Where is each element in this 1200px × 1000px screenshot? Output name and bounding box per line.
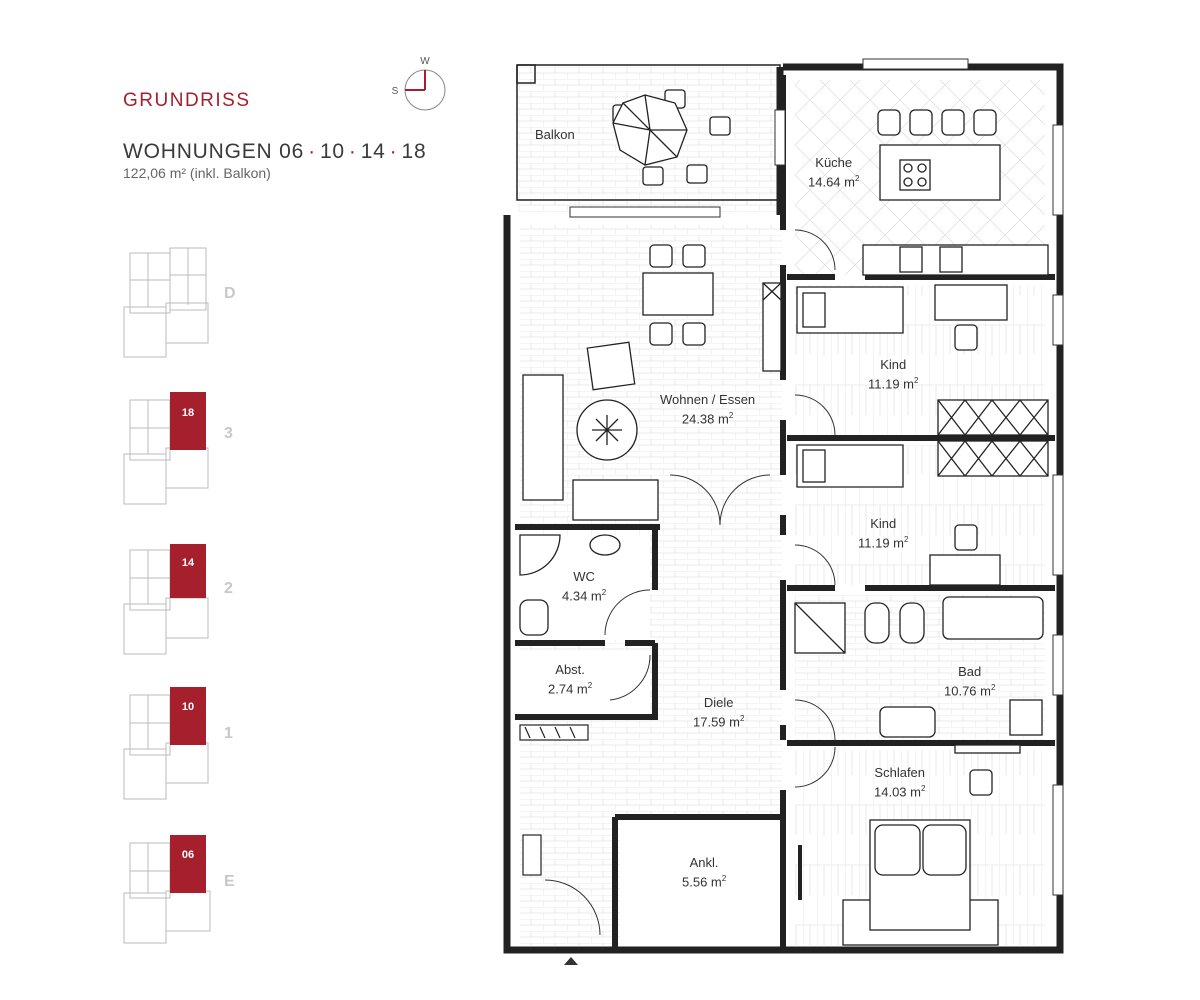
dining-table-icon: [642, 244, 714, 346]
floor-plan: [503, 58, 1064, 954]
unit-list: WOHNUNGEN 06·10·14·18: [123, 140, 426, 164]
unit-badge: 10: [170, 687, 206, 745]
room-area: 5.56 m: [682, 874, 722, 890]
interior-walls: [515, 75, 1055, 950]
room-area: 24.38 m: [681, 411, 729, 427]
room-area: 11.19 m: [858, 535, 905, 551]
room-name: WC: [573, 569, 595, 584]
room-name: Bad: [958, 664, 982, 679]
floor-selector-d[interactable]: D: [118, 245, 248, 365]
compass-west-label: S: [392, 86, 399, 97]
bed-icon: [796, 284, 1008, 351]
room-area: 4.34 m: [562, 588, 602, 604]
doors: [544, 229, 836, 936]
floor-selector-1[interactable]: 10 1: [118, 685, 248, 805]
room-area: 2.74 m: [548, 681, 588, 697]
floor-label: 2: [224, 580, 233, 597]
floor-label: D: [224, 285, 236, 302]
room-name: Schlafen: [874, 765, 926, 780]
compass-icon: W S: [385, 52, 455, 122]
room-label-balkon: Balkon: [535, 127, 575, 143]
room-name: Abst.: [555, 662, 585, 677]
compass-north-label: W: [420, 56, 430, 67]
wc-fixtures-icon: [519, 534, 621, 636]
room-name: Kind: [880, 357, 907, 372]
floor-selector-2[interactable]: 14 2: [118, 540, 248, 660]
unit-number: 06: [279, 140, 305, 163]
room-label-schlafen: Schlafen 14.03 m2: [874, 765, 926, 800]
total-area: 122,06 m² (inkl. Balkon): [123, 165, 271, 181]
sofa-icon: [522, 341, 659, 521]
windows: [569, 58, 1064, 896]
separator-dot: ·: [389, 140, 398, 163]
cabinet-icon: [762, 282, 782, 372]
page-title: GRUNDRISS: [123, 90, 251, 111]
room-label-kueche: Küche 14.64 m2: [808, 155, 860, 190]
unit-badge: 18: [170, 392, 206, 450]
shoe-rack-icon: [519, 724, 589, 876]
bathroom-fixtures-icon: [794, 596, 1044, 738]
floor-label: 1: [224, 725, 233, 742]
room-label-diele: Diele 17.59 m2: [693, 695, 745, 730]
unit-badge: 06: [170, 835, 206, 893]
building-outline-icon: [123, 549, 209, 655]
floor-label: 3: [224, 425, 233, 442]
room-label-kind-2: Kind 11.19 m2: [858, 516, 909, 551]
room-label-kind-1: Kind 11.19 m2: [868, 357, 919, 392]
bed-icon: [796, 440, 1049, 586]
room-area: 10.76 m: [944, 683, 991, 699]
unit-number: 14: [360, 140, 386, 163]
room-area: 17.59 m: [693, 714, 740, 730]
room-name: Ankl.: [689, 855, 719, 870]
units-prefix: WOHNUNGEN: [123, 140, 273, 163]
room-label-wc: WC 4.34 m2: [562, 569, 607, 604]
building-outline-icon: [123, 247, 209, 358]
entrance-arrow-icon: [564, 957, 578, 965]
room-name: Kind: [870, 516, 897, 531]
floor-selector-e[interactable]: 06 E: [118, 833, 248, 953]
room-name: Küche: [815, 155, 853, 170]
separator-dot: ·: [308, 140, 316, 163]
unit-number: 10: [319, 140, 345, 163]
room-name: Wohnen / Essen: [660, 392, 756, 407]
floor-selector-3[interactable]: 18 3: [118, 390, 248, 510]
room-area: 11.19 m: [868, 376, 915, 392]
kitchen-counter-icon: [862, 244, 1049, 276]
room-label-ankl: Ankl. 5.56 m2: [682, 855, 727, 890]
wardrobe-icon: [937, 399, 1049, 436]
balcony-table-icon: [612, 89, 731, 186]
separator-dot: ·: [348, 140, 357, 163]
room-label-wohnen: Wohnen / Essen 24.38 m2: [660, 392, 756, 427]
room-area: 14.64 m: [808, 174, 855, 190]
unit-number: 18: [401, 140, 427, 163]
room-name: Diele: [703, 695, 734, 710]
unit-badge: 14: [170, 544, 206, 598]
room-name: Balkon: [535, 127, 575, 142]
kitchen-island-icon: [877, 109, 1001, 201]
room-label-bad: Bad 10.76 m2: [944, 664, 996, 699]
room-label-abst: Abst. 2.74 m2: [548, 662, 593, 697]
floor-label: E: [224, 873, 235, 890]
double-bed-icon: [842, 744, 1021, 946]
building-outline-icon: [123, 399, 209, 505]
room-area: 14.03 m: [874, 784, 921, 800]
